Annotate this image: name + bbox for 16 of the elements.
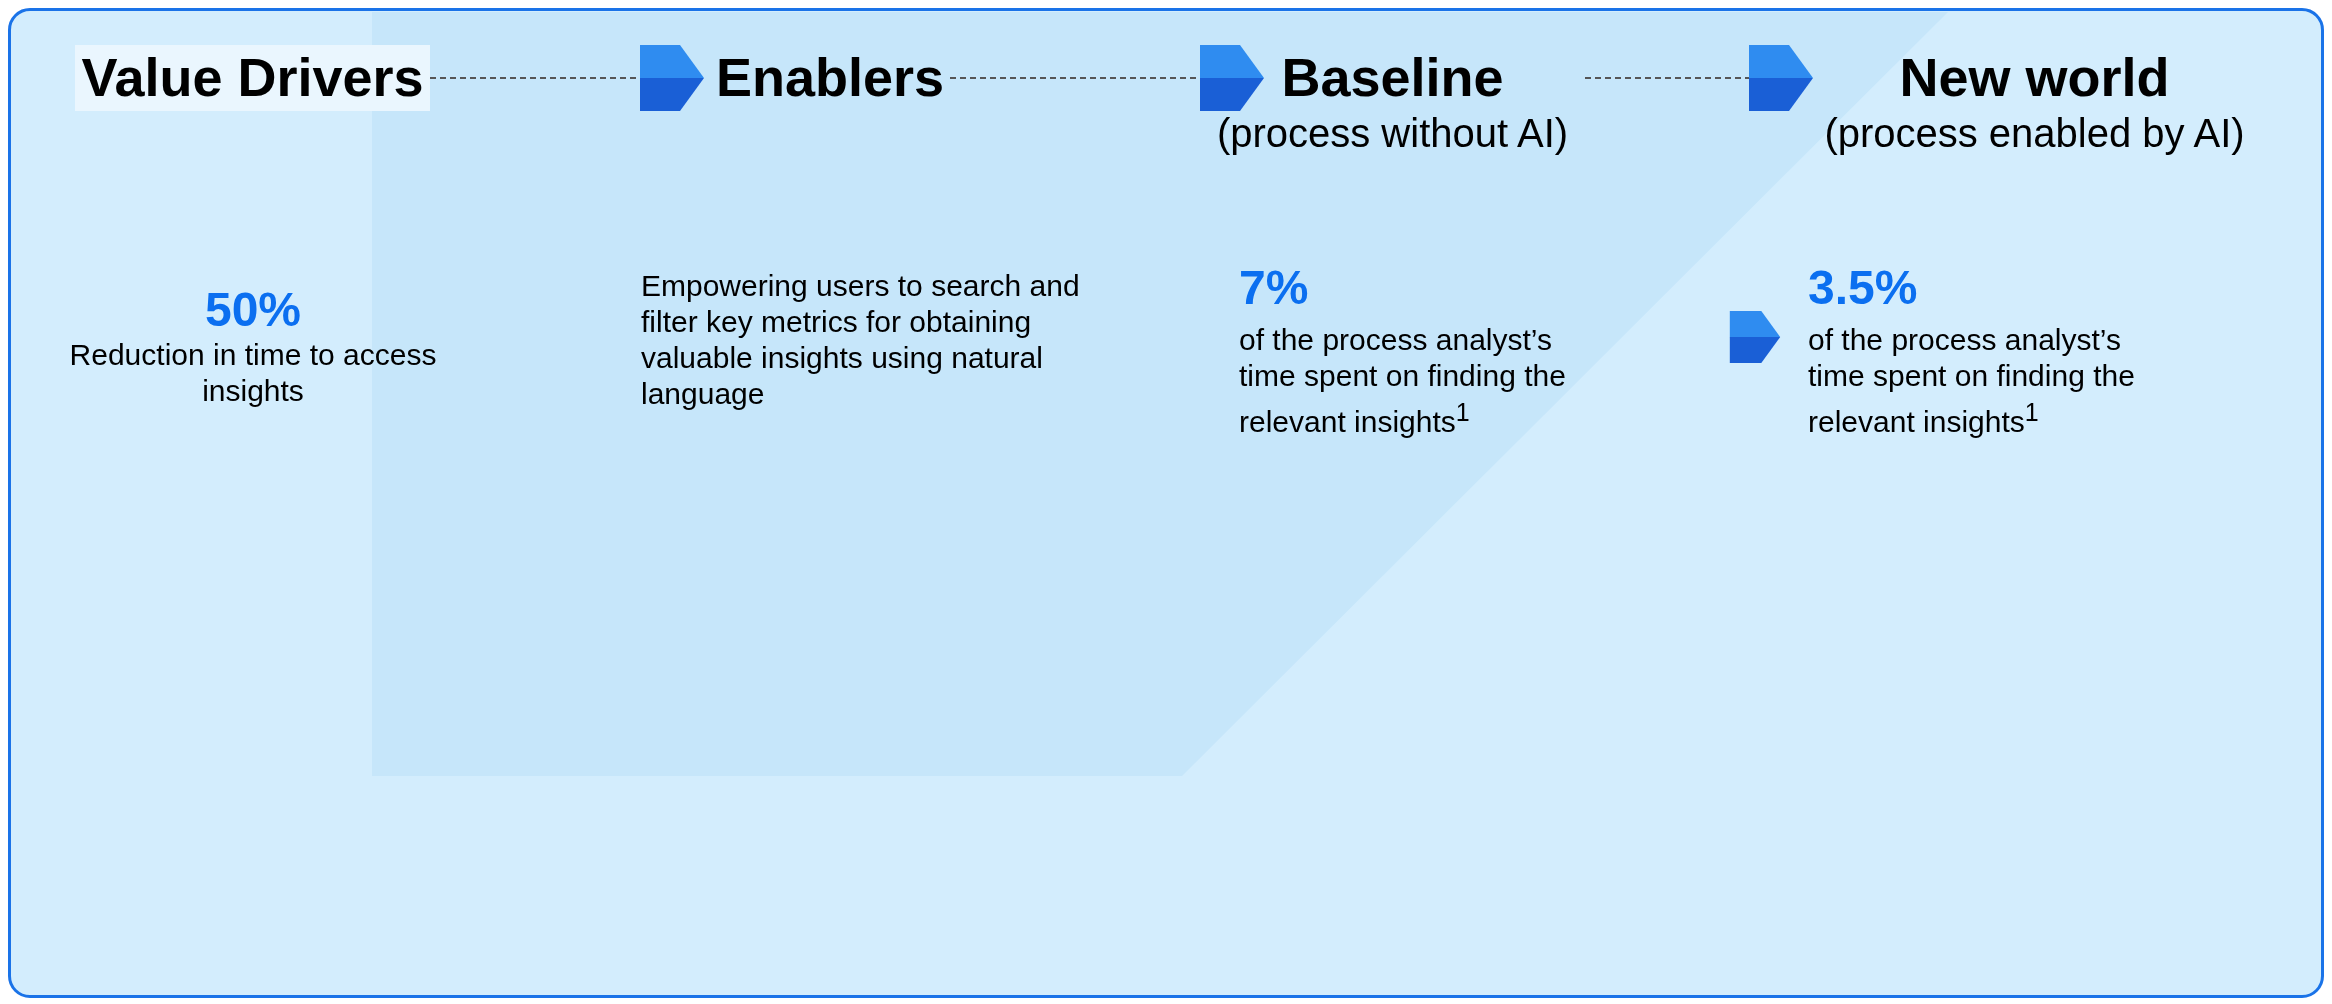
heading: Baseline xyxy=(1281,46,1504,109)
dashed-connector xyxy=(1584,45,1813,111)
description-text: Reduction in time to access insights xyxy=(68,337,438,409)
percentage-value: 50% xyxy=(203,282,303,338)
subheading: (process without AI) xyxy=(1216,110,1569,157)
percentage-value: 3.5% xyxy=(1808,260,1919,316)
description-text: of the process analyst’s time spent on finding the relevant insights$^{1}$ xyxy=(1239,322,1567,440)
heading: Value Drivers xyxy=(81,46,424,109)
dashed-connector xyxy=(429,45,704,111)
description-text: of the process analyst’s time spent on finding the relevant insights$^{1}$ xyxy=(1808,322,2136,440)
percentage-value: 7% xyxy=(1239,260,1310,316)
subheading: (process enabled by AI) xyxy=(1824,110,2245,157)
dashed-connector xyxy=(949,45,1264,111)
heading: Enablers xyxy=(716,46,945,109)
description-text: Empowering users to search and filter key metrics for obtaining valuable insights using natural language xyxy=(641,268,1081,412)
heading: New world xyxy=(1899,46,2170,109)
